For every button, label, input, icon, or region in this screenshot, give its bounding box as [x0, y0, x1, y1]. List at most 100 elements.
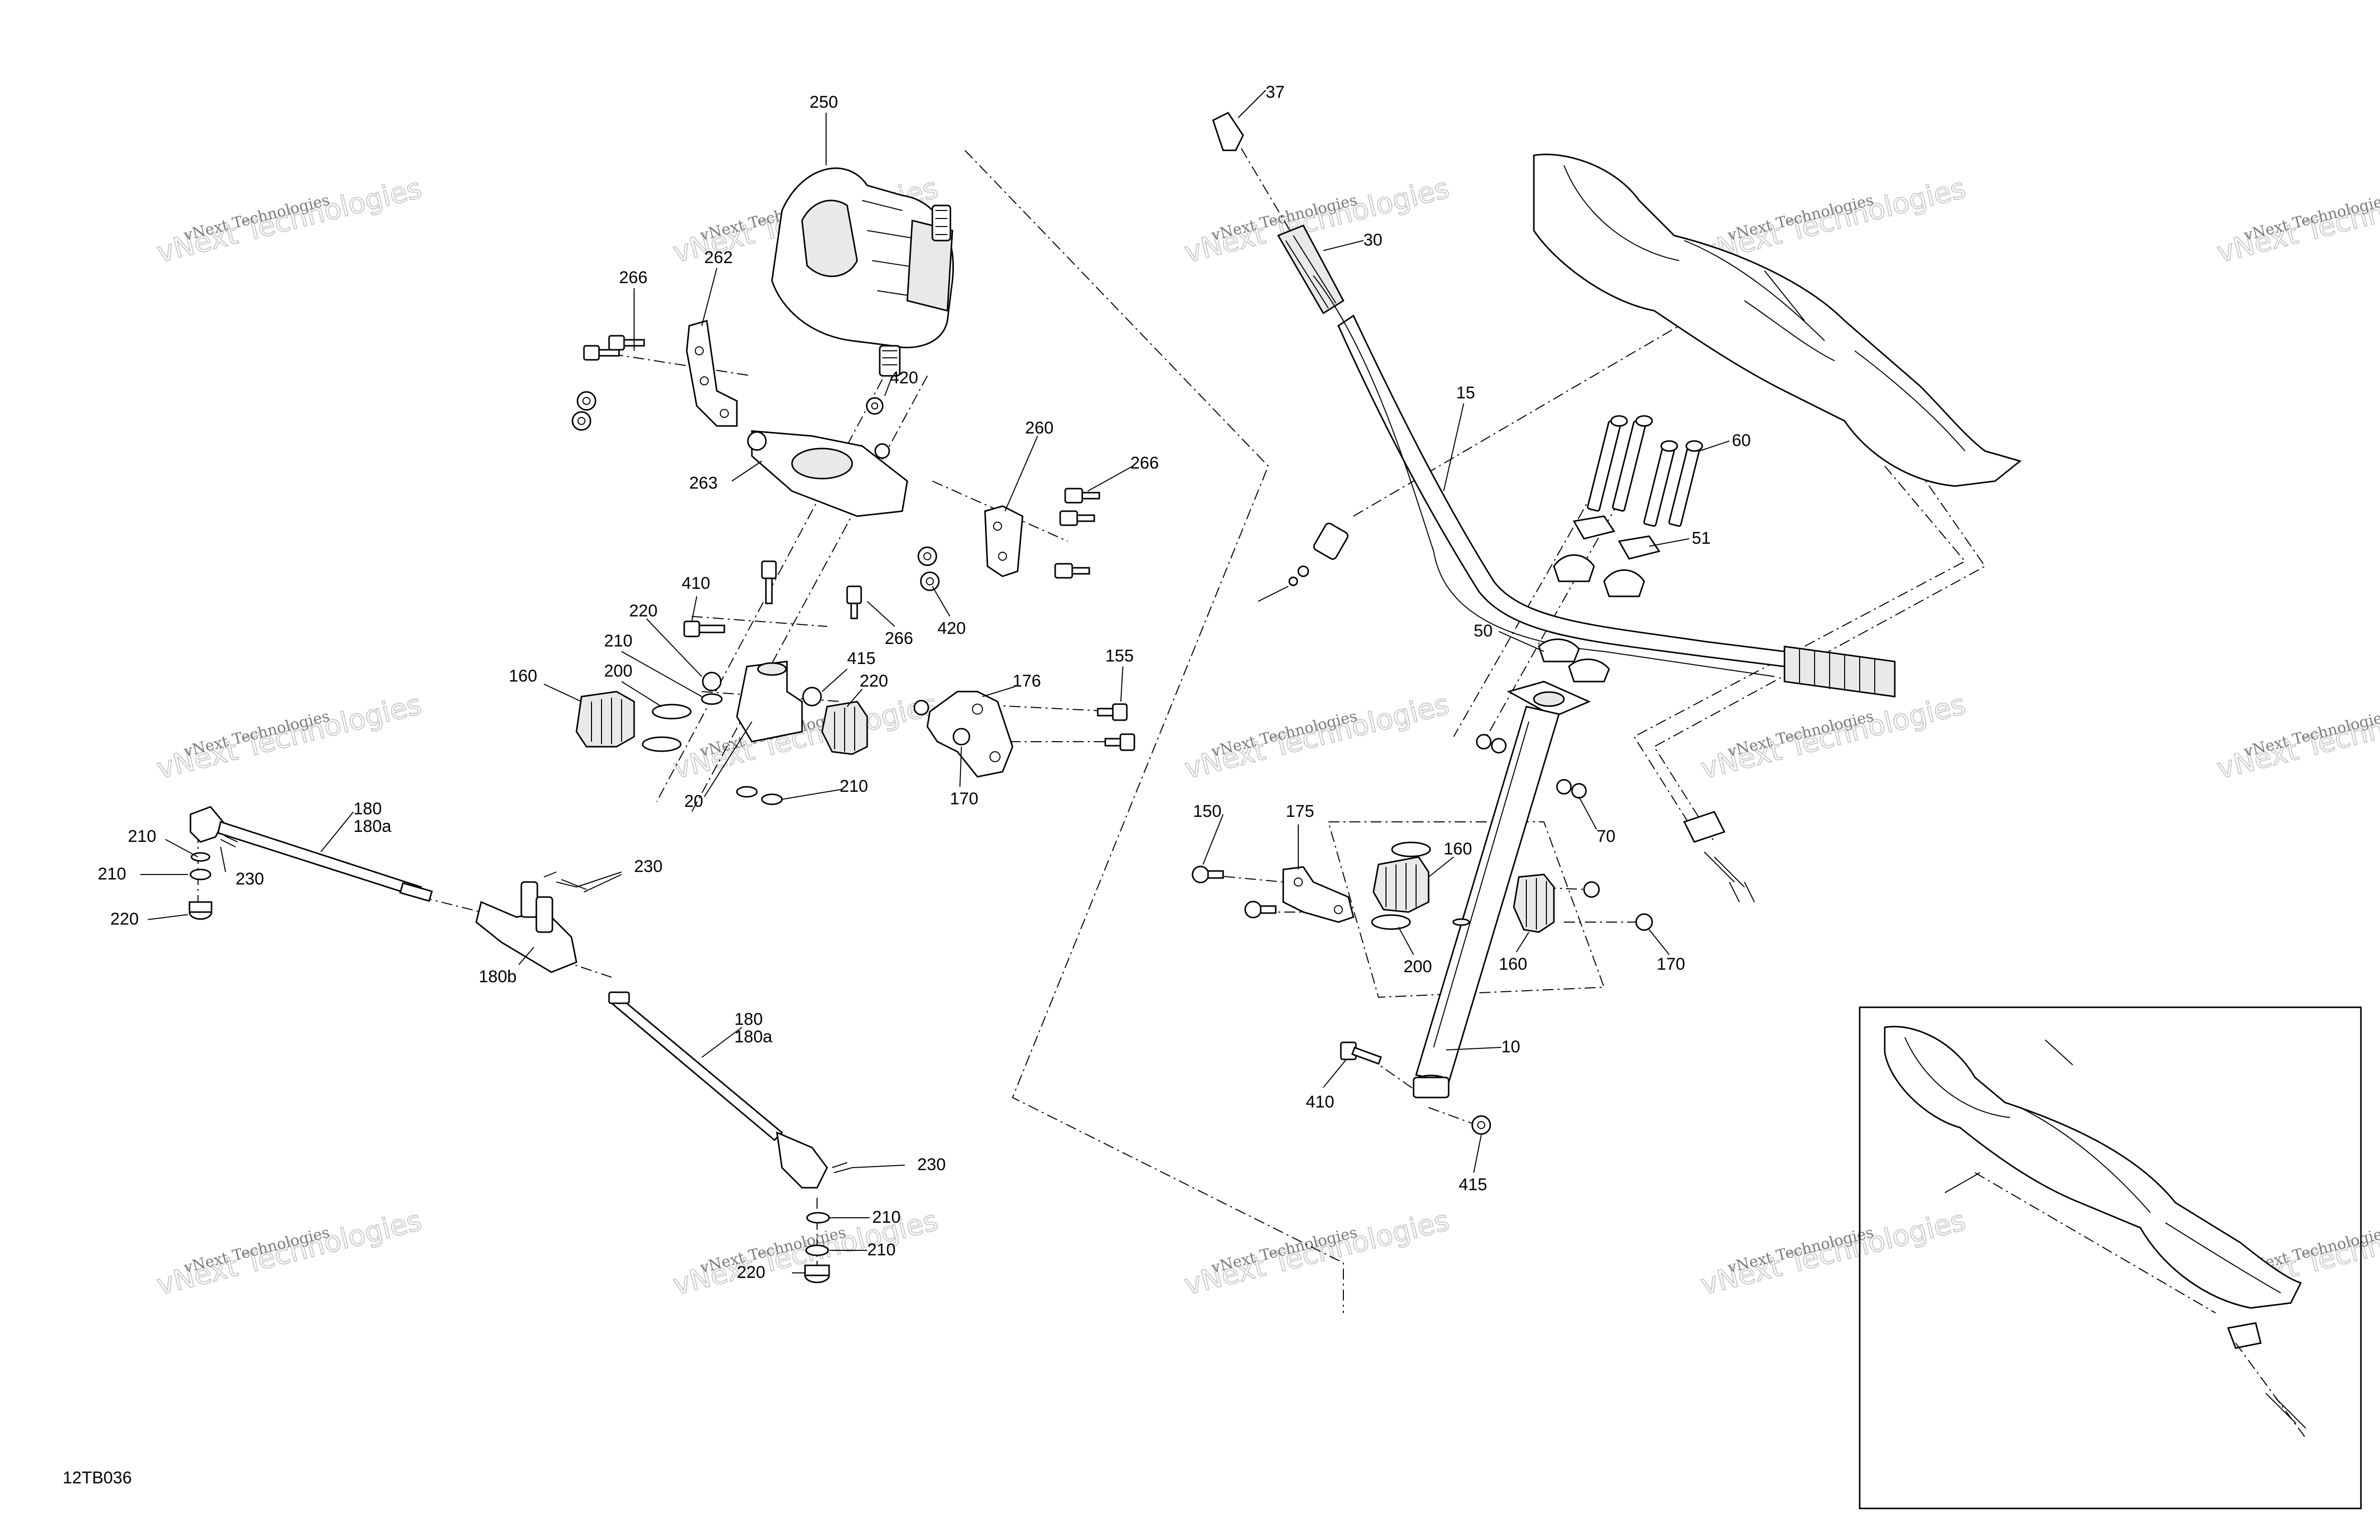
bolt-410 [683, 620, 725, 637]
svg-text:vNext Technologies: vNext Technologies [1698, 172, 1969, 269]
assembly-box-clamp [1327, 821, 1605, 998]
lower-column-group [575, 620, 868, 805]
callout-20: 20 [684, 792, 703, 811]
inset-panel [1859, 1006, 2362, 1509]
switch [1258, 522, 1349, 602]
watermark: vNext Technologies vNext Technologies [1181, 688, 1453, 786]
nut-415 [802, 687, 822, 707]
assembly-line-tierod [566, 962, 612, 978]
riser-bolt-60 [1612, 415, 1653, 512]
svg-text:vNext Technologies: vNext Technologies [154, 688, 425, 785]
handguard-mount [1683, 811, 1755, 903]
svg-text:vNext Technologies: vNext Technologies [1181, 688, 1453, 785]
riser-nut-70 [1476, 734, 1587, 799]
callout-200: 200 [604, 662, 633, 681]
callout-170: 170 [1657, 955, 1685, 974]
bracket-176 [913, 691, 1135, 778]
callout-230: 230 [917, 1155, 946, 1174]
callout-70: 70 [1597, 827, 1616, 846]
assembly-line-handguard [1653, 451, 1986, 842]
callout-175: 175 [1286, 802, 1314, 821]
power-steering-unit [771, 167, 954, 377]
handlebar-cable [1313, 275, 1775, 677]
nut-220 [188, 901, 213, 920]
riser-bolt-60 [1643, 440, 1678, 527]
callout-200: 200 [1404, 957, 1432, 976]
assembly-line-shaft [656, 360, 893, 802]
callout-262: 262 [704, 248, 733, 267]
bolt [583, 345, 620, 361]
callout-420: 420 [937, 619, 966, 638]
bolt [761, 560, 777, 604]
nut [917, 546, 937, 566]
callout-230: 230 [634, 857, 663, 876]
callout-266: 266 [885, 629, 913, 648]
watermark: vNext Technologies vNext Technologies [2214, 688, 2380, 786]
callout-266: 266 [1130, 454, 1159, 473]
column-clamp-20 [736, 661, 803, 743]
cotter-pin-230 [832, 1162, 853, 1173]
nut [1583, 881, 1600, 898]
callout-415: 415 [847, 649, 876, 668]
clamp-51 [1553, 554, 1645, 597]
callout-210: 210 [840, 777, 868, 796]
bolt [1104, 733, 1135, 751]
cotter-pin-230 [220, 835, 238, 847]
callout-170: 170 [950, 789, 978, 808]
watermark: vNext Technologies vNext Technologies [2214, 171, 2380, 270]
svg-text:vNext Technologies: vNext Technologies [1698, 1204, 1969, 1301]
steering-column-plate [1507, 681, 1591, 718]
column-clamp-group [1192, 841, 1653, 933]
bushing-160 [1372, 856, 1430, 913]
callout-220: 220 [110, 910, 139, 929]
nut [571, 411, 591, 431]
handguard [1533, 153, 2022, 487]
watermark: vNext Technologies vNext Technologies [1181, 1204, 1453, 1302]
grip-30 [1277, 225, 1344, 315]
washer-210 [805, 1244, 829, 1256]
svg-text:vNext Technologies: vNext Technologies [154, 172, 425, 269]
steering-arm-180b [475, 871, 587, 973]
bolt [1064, 488, 1100, 504]
svg-text:vNext Technologies: vNext Technologies [1181, 1204, 1453, 1301]
bar-end-37 [1212, 112, 1244, 151]
nut-170 [952, 728, 970, 746]
assembly-line-riser-bolts [1483, 501, 1620, 742]
callout-51: 51 [1692, 529, 1711, 548]
tie-rod-right [608, 991, 853, 1283]
callout-180: 180 [734, 1010, 763, 1029]
watermark: vNext Technologies vNext Technologies [1697, 171, 1969, 270]
bolt-155 [1097, 703, 1128, 721]
riser-bolt-60 [1586, 415, 1628, 512]
bolt [608, 335, 645, 351]
callout-210: 210 [872, 1208, 901, 1227]
callout-410: 410 [1306, 1092, 1334, 1112]
bolt [1054, 563, 1090, 579]
bracket-175 [1282, 866, 1354, 923]
nut [576, 391, 597, 411]
grip-right [1783, 645, 1896, 698]
washer-210 [736, 786, 783, 805]
bracket-263 [747, 430, 908, 517]
riser-bolt-60 [1668, 440, 1703, 527]
watermark: vNext Technologies vNext Technologies [153, 688, 426, 786]
bolt [1244, 901, 1277, 919]
assembly-line-steering-link [964, 150, 1344, 1313]
callout-labels: 250 266 262 420 263 260 266 420 266 410 … [98, 83, 1751, 1282]
callout-210: 210 [867, 1240, 896, 1259]
callout-250: 250 [810, 93, 838, 112]
callout-210: 210 [604, 631, 633, 650]
assembly-line-clamp [1203, 874, 1284, 883]
callout-176: 176 [1013, 672, 1041, 691]
callout-220: 220 [860, 672, 888, 691]
callout-160: 160 [509, 667, 537, 686]
steering-column-10 [1413, 706, 1560, 1098]
bolt-410 [1340, 1041, 1382, 1065]
riser-group [1476, 415, 1703, 799]
clamp-50 [1538, 638, 1610, 683]
watermark: vNext Technologies vNext Technologies [153, 1204, 426, 1302]
bushing-160 [575, 691, 635, 748]
nut [920, 571, 940, 591]
callout-180a: 180a [734, 1027, 772, 1046]
